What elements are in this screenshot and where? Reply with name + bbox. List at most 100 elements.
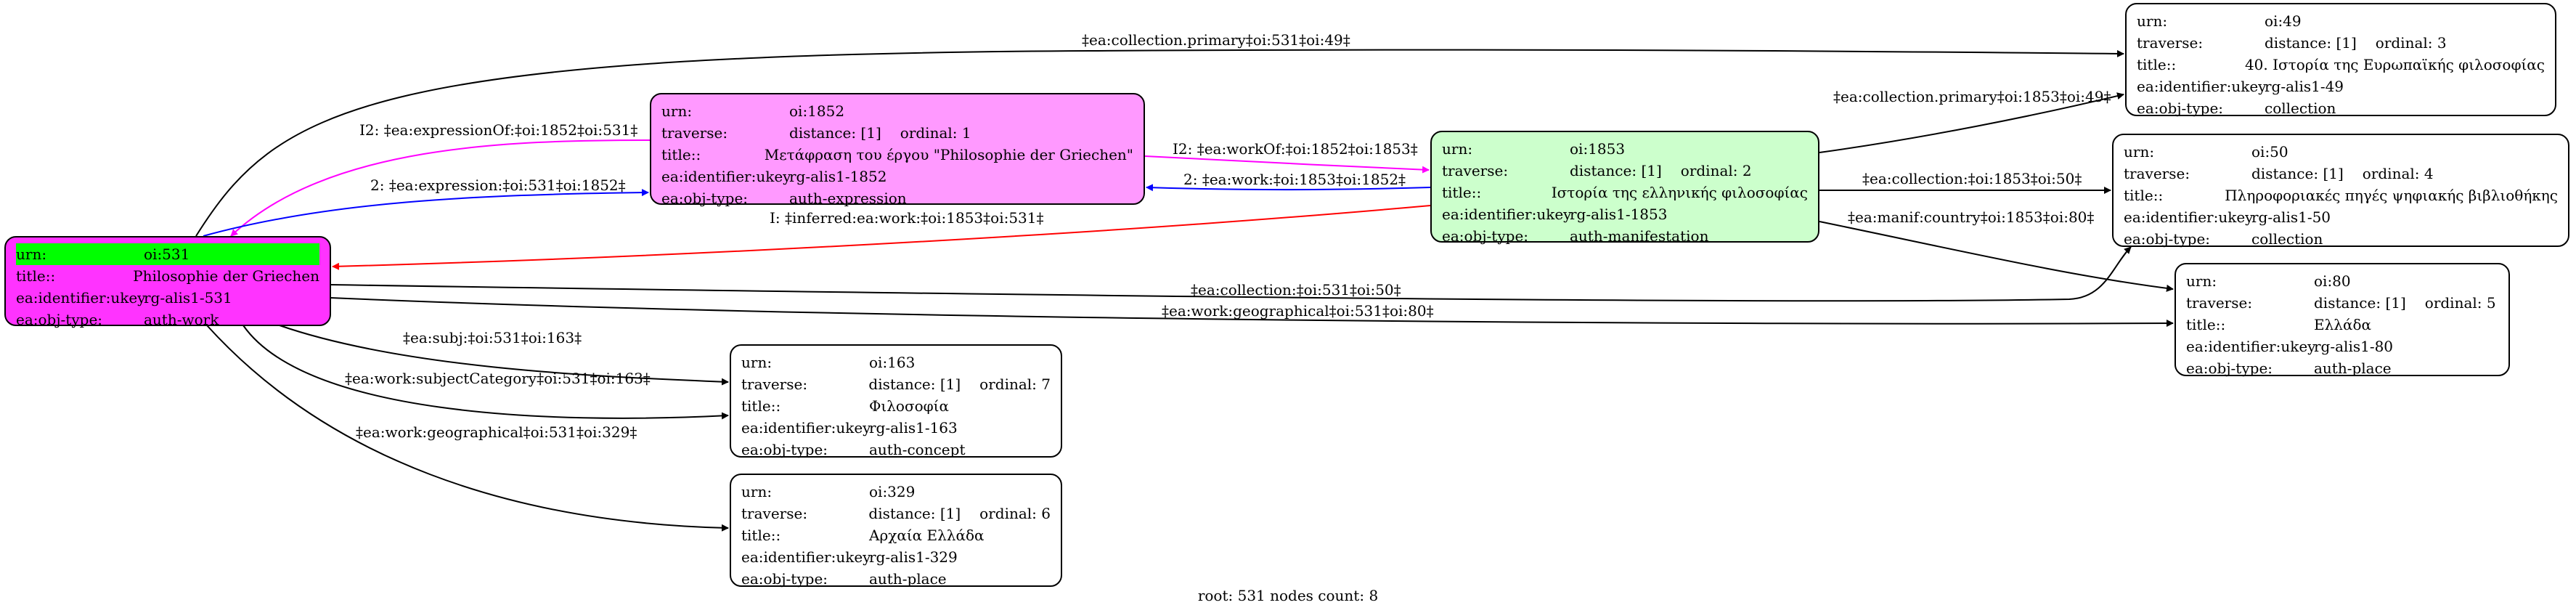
- edge-label: ‡ea:work:subjectCategory‡oi:531‡oi:163‡: [345, 370, 651, 387]
- node-row-urn: urn: oi:50: [2124, 141, 2558, 163]
- edge-label: 2: ‡ea:expression:‡oi:531‡oi:1852‡: [370, 176, 626, 194]
- node-row-urn: urn:oi:531: [16, 243, 319, 265]
- row-value: auth-work: [144, 311, 219, 328]
- row-key: traverse:: [741, 375, 808, 393]
- row-extra: ordinal: 4: [2362, 165, 2434, 182]
- edge-label: ‡ea:collection:‡oi:1853‡oi:50‡: [1862, 170, 2082, 187]
- edge-label: I2: ‡ea:expressionOf:‡oi:1852‡oi:531‡: [359, 121, 637, 139]
- node-oi-1852[interactable]: urn:oi:1852 traverse:distance: [1]ordina…: [650, 93, 1145, 207]
- node-oi-1853[interactable]: urn:oi:1853 traverse:distance: [1]ordina…: [1430, 131, 1819, 245]
- row-key: ea:obj-type:: [741, 570, 828, 588]
- node-row-obj-type: ea:obj-type:auth-place: [2186, 357, 2498, 379]
- node-oi-49[interactable]: urn:oi:49 traverse:distance: [1]ordinal:…: [2125, 3, 2556, 117]
- row-value: oi:49: [2265, 12, 2302, 30]
- node-row-urn: urn: oi:49: [2137, 10, 2545, 32]
- edge-label: ‡ea:collection.primary‡oi:531‡oi:49‡: [1082, 31, 1350, 49]
- row-value: distance: [1]: [789, 124, 881, 142]
- row-value: Πληροφοριακές πηγές ψηφιακής βιβλιοθήκης: [2225, 187, 2558, 204]
- row-value: Ελλάδα: [2314, 316, 2372, 333]
- edge-1853-1852-work: 2: ‡ea:work:‡oi:1853‡oi:1852‡: [1146, 171, 1431, 192]
- node-row-obj-type: ea:obj-type: auth-manifestation: [1442, 225, 1808, 247]
- row-value: collection: [2265, 100, 2336, 117]
- row-key: ea:identifier:ukey: [1442, 206, 1572, 223]
- node-oi-163[interactable]: urn:oi:163 traverse:distance: [1]ordinal…: [730, 344, 1062, 458]
- edge-531-329-work-geographical: ‡ea:work:geographical‡oi:531‡oi:329‡: [206, 325, 729, 532]
- edge-label: ‡ea:collection:‡oi:531‡oi:50‡: [1191, 281, 1401, 299]
- row-value: Αρχαία Ελλάδα: [869, 527, 985, 544]
- node-row-traverse: traverse:distance: [1]ordinal: 1: [661, 122, 1133, 144]
- node-oi-80[interactable]: urn:oi:80 traverse:distance: [1]ordinal:…: [2174, 263, 2510, 379]
- edge-label: 2: ‡ea:work:‡oi:1853‡oi:1852‡: [1183, 171, 1406, 188]
- row-key: title::: [16, 267, 56, 285]
- edge-1852-1853-workof: I2: ‡ea:workOf:‡oi:1852‡oi:1853‡: [1144, 140, 1430, 174]
- node-row-obj-type: ea:obj-type:auth-concept: [741, 439, 1051, 460]
- row-key: ea:identifier:ukey: [741, 419, 871, 437]
- row-key: urn:: [2124, 143, 2155, 161]
- row-value: distance: [1]: [2265, 34, 2357, 52]
- row-key: ea:identifier:ukey: [741, 548, 871, 566]
- node-row-urn: urn:oi:1853: [1442, 138, 1808, 160]
- node-row-urn: urn:oi:1852: [661, 100, 1133, 122]
- row-key: urn:: [2137, 12, 2168, 30]
- row-value: rg-alis1-80: [2314, 338, 2394, 355]
- row-key: ea:obj-type:: [16, 311, 103, 328]
- node-oi-531[interactable]: urn:oi:531 title::Philosophie der Griech…: [4, 236, 331, 328]
- row-value: oi:329: [869, 483, 916, 500]
- node-row-traverse: traverse:distance: [1]ordinal: 5: [2186, 292, 2498, 314]
- node-row-traverse: traverse: distance: [1] ordinal: 4: [2124, 163, 2558, 184]
- node-row-urn: urn:oi:163: [741, 352, 1051, 373]
- row-value: collection: [2251, 230, 2323, 248]
- row-key: traverse:: [741, 505, 808, 522]
- edge-531-163-subjectcategory: ‡ea:work:subjectCategory‡oi:531‡oi:163‡: [242, 325, 729, 420]
- row-value: rg-alis1-163: [869, 419, 958, 437]
- row-value: auth-manifestation: [1570, 227, 1709, 245]
- row-key: title::: [2137, 56, 2177, 73]
- row-value: distance: [1]: [2251, 165, 2344, 182]
- node-row-title: title::40. Ιστορία της Ευρωπαϊκής φιλοσο…: [2137, 54, 2545, 76]
- row-value: Μετάφραση του έργου "Philosophie der Gri…: [764, 146, 1133, 163]
- row-key: urn:: [741, 483, 773, 500]
- row-value: oi:80: [2314, 272, 2351, 290]
- node-oi-329[interactable]: urn:oi:329 traverse:distance: [1]ordinal…: [730, 474, 1062, 590]
- row-key: ea:obj-type:: [2186, 360, 2273, 377]
- row-value: Φιλοσοφία: [869, 397, 949, 415]
- node-row-title: title::Φιλοσοφία: [741, 395, 1051, 417]
- row-value: oi:1852: [789, 102, 845, 120]
- row-key: ea:identifier:ukey: [661, 168, 791, 185]
- row-key: urn:: [741, 354, 773, 371]
- row-value: auth-expression: [789, 190, 907, 207]
- row-value: auth-place: [869, 570, 947, 588]
- node-row-obj-type: ea:obj-type: auth-place: [741, 568, 1051, 590]
- row-key: traverse:: [2186, 294, 2253, 312]
- row-value: rg-alis1-50: [2251, 208, 2331, 226]
- node-row-urn: urn: oi:329: [741, 481, 1051, 503]
- row-key: title::: [661, 146, 701, 163]
- row-key: ea:obj-type:: [661, 190, 749, 207]
- node-row-title: title::Αρχαία Ελλάδα: [741, 524, 1051, 546]
- row-value: auth-concept: [869, 441, 966, 458]
- row-key: title::: [741, 397, 781, 415]
- row-key: title::: [741, 527, 781, 544]
- row-extra: ordinal: 7: [979, 375, 1051, 393]
- node-row-title: title::Ιστορία της ελληνικής φιλοσοφίας: [1442, 182, 1808, 203]
- node-row-obj-type: ea:obj-type:collection: [2124, 228, 2558, 250]
- row-key: traverse:: [2124, 165, 2190, 182]
- row-value: rg-alis1-1852: [789, 168, 887, 185]
- row-value: Philosophie der Griechen: [133, 267, 319, 285]
- row-value: rg-alis1-531: [144, 289, 232, 306]
- row-key: ea:obj-type:: [1442, 227, 1529, 245]
- node-row-traverse: traverse:distance: [1]ordinal: 7: [741, 373, 1051, 395]
- edge-531-49-collection-primary: ‡ea:collection.primary‡oi:531‡oi:49‡: [195, 31, 2124, 237]
- row-value: oi:50: [2251, 143, 2288, 161]
- row-value: distance: [1]: [1570, 162, 1662, 179]
- edge-label: ‡ea:work:geographical‡oi:531‡oi:80‡: [1162, 302, 1434, 320]
- row-extra: ordinal: 1: [900, 124, 971, 142]
- node-oi-50[interactable]: urn: oi:50 traverse: distance: [1] ordinal:…: [2112, 134, 2569, 250]
- row-key: ea:identifier:ukey: [2137, 78, 2267, 95]
- row-value: oi:1853: [1570, 140, 1626, 158]
